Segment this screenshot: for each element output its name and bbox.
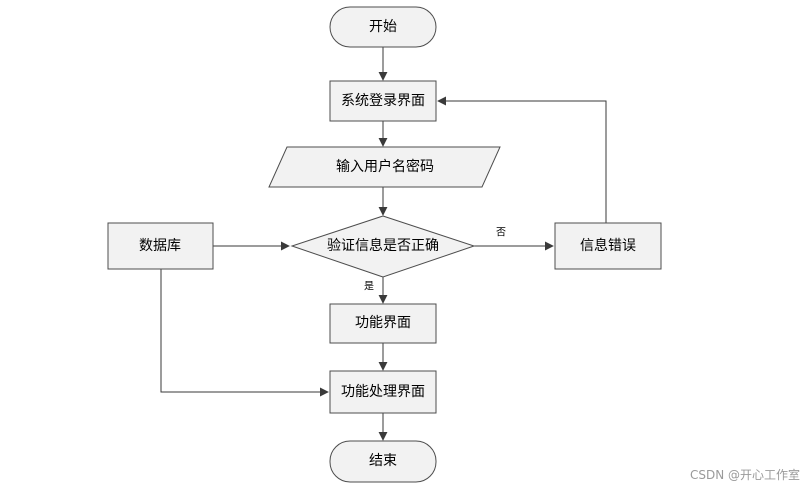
watermark: CSDN @开心工作室: [689, 468, 800, 482]
node-end-label: 结束: [369, 453, 397, 469]
edge-error-login: [437, 96, 607, 223]
node-error-label: 信息错误: [580, 237, 636, 254]
node-verify: 验证信息是否正确: [290, 215, 476, 278]
node-function: 功能界面: [329, 303, 437, 344]
node-start: 开始: [329, 6, 437, 48]
node-error: 信息错误: [554, 222, 662, 270]
node-database-label: 数据库: [139, 238, 181, 254]
node-start-label: 开始: [369, 19, 397, 35]
edge-label-yes: 是: [364, 281, 374, 293]
node-end: 结束: [329, 440, 437, 483]
node-function-label: 功能界面: [355, 315, 411, 331]
node-database: 数据库: [107, 222, 214, 270]
node-login-label: 系统登录界面: [341, 93, 425, 109]
node-input: 输入用户名密码: [268, 146, 501, 188]
node-verify-label: 验证信息是否正确: [327, 237, 439, 254]
node-login: 系统登录界面: [329, 80, 437, 122]
node-input-label: 输入用户名密码: [336, 158, 434, 175]
edge-label-no: 否: [496, 227, 506, 239]
edges: [160, 47, 607, 441]
node-process: 功能处理界面: [329, 370, 437, 414]
edge-database-process: [160, 269, 329, 397]
node-process-label: 功能处理界面: [341, 384, 425, 400]
